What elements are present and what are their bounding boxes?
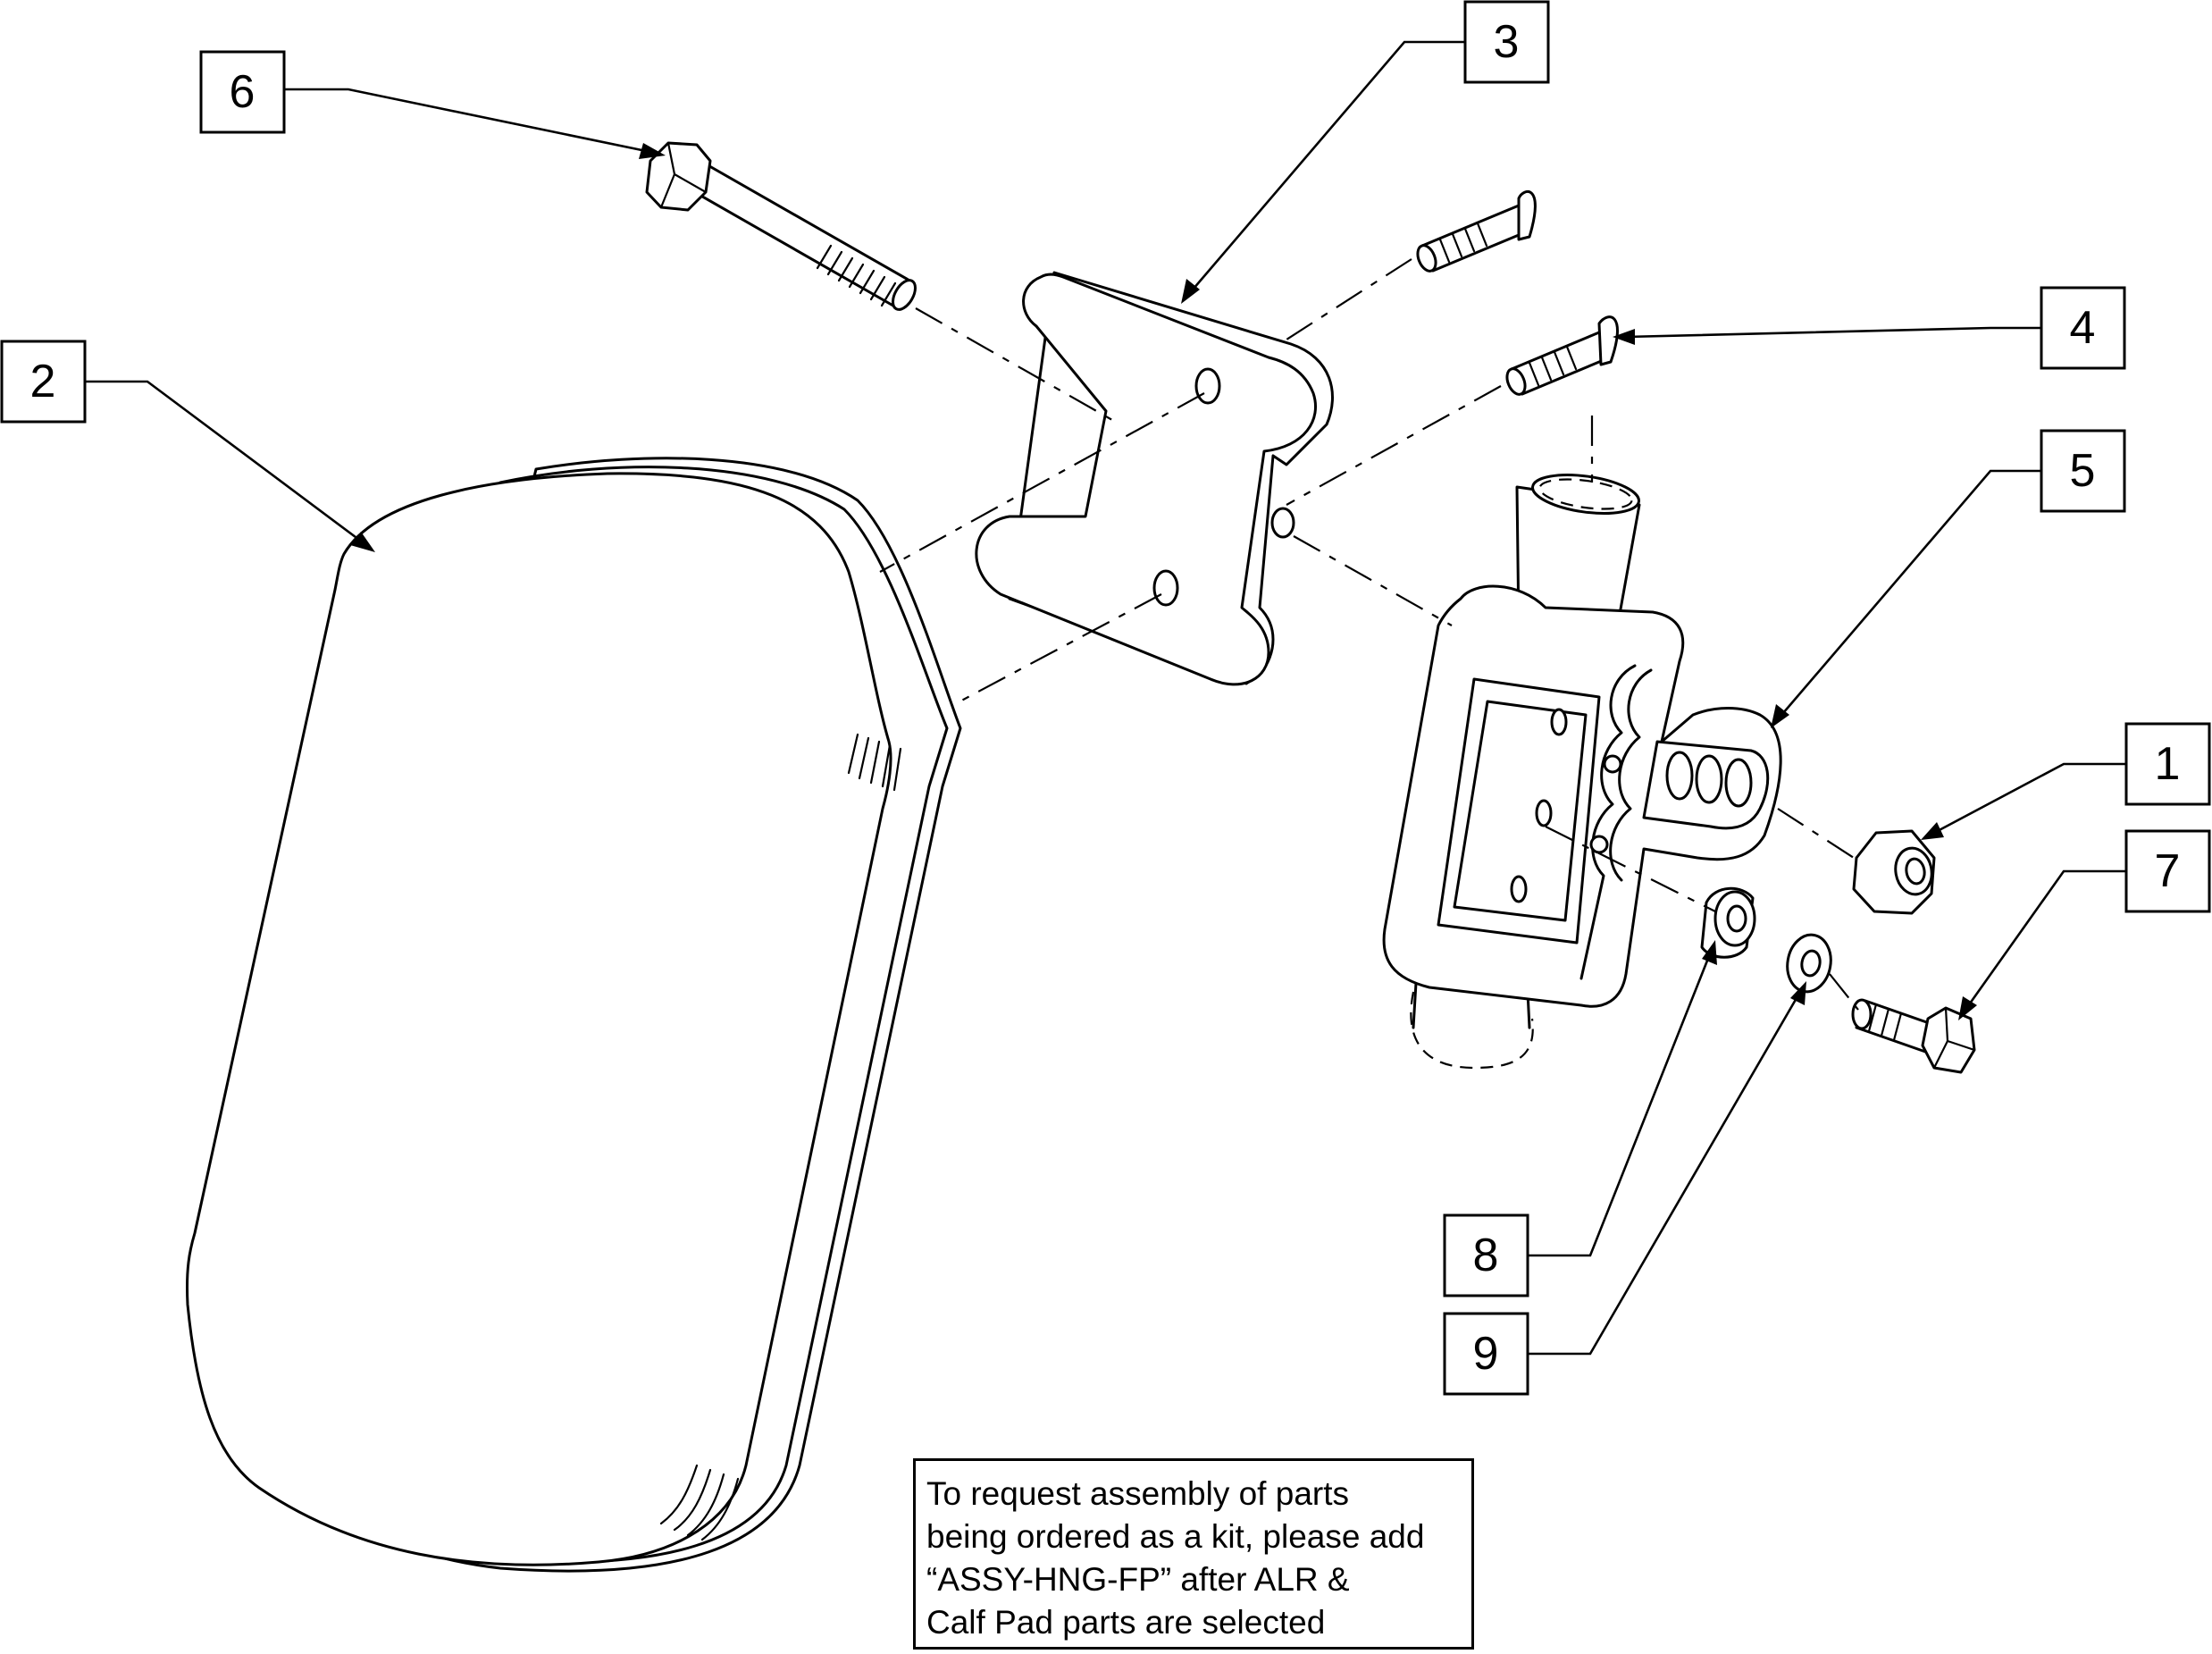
callout-9: 9 (1443, 1312, 1529, 1396)
callout-8-number: 8 (1473, 1230, 1499, 1281)
callout-4-number: 4 (2070, 302, 2096, 354)
note-line-2: being ordered as a kit, please add (926, 1518, 1425, 1555)
callout-3-number: 3 (1494, 16, 1520, 68)
assembly-note: To request assembly of parts being order… (913, 1458, 1474, 1650)
callout-6-number: 6 (230, 66, 256, 118)
callout-1-number: 1 (2155, 738, 2181, 790)
callout-5: 5 (2040, 429, 2126, 513)
center-lines (879, 258, 1859, 1011)
screws (1416, 189, 1619, 396)
callout-5-number: 5 (2070, 445, 2096, 497)
callout-1: 1 (2124, 722, 2211, 806)
callout-9-number: 9 (1473, 1328, 1499, 1380)
short-bolt (1851, 998, 1976, 1074)
leader-lines (85, 40, 2126, 1356)
callout-6: 6 (199, 50, 286, 134)
callout-4: 4 (2040, 286, 2126, 370)
lock-nut (1852, 829, 1936, 915)
callout-2-number: 2 (30, 356, 56, 407)
callout-8: 8 (1443, 1213, 1529, 1297)
note-line-4: Calf Pad parts are selected (926, 1604, 1326, 1641)
callout-3: 3 (1463, 0, 1550, 84)
note-line-1: To request assembly of parts (926, 1475, 1349, 1512)
callout-2: 2 (0, 340, 87, 424)
long-bolt (645, 141, 917, 311)
callout-7-number: 7 (2155, 845, 2181, 897)
calf-pad (185, 457, 962, 1573)
hinge-clamp (1382, 474, 1782, 1070)
washer (1786, 933, 1832, 994)
note-line-3: “ASSY-HNG-FP” after ALR & (926, 1561, 1350, 1598)
mounting-plate (975, 271, 1334, 686)
spacer (1700, 886, 1756, 959)
callout-7: 7 (2124, 829, 2211, 913)
